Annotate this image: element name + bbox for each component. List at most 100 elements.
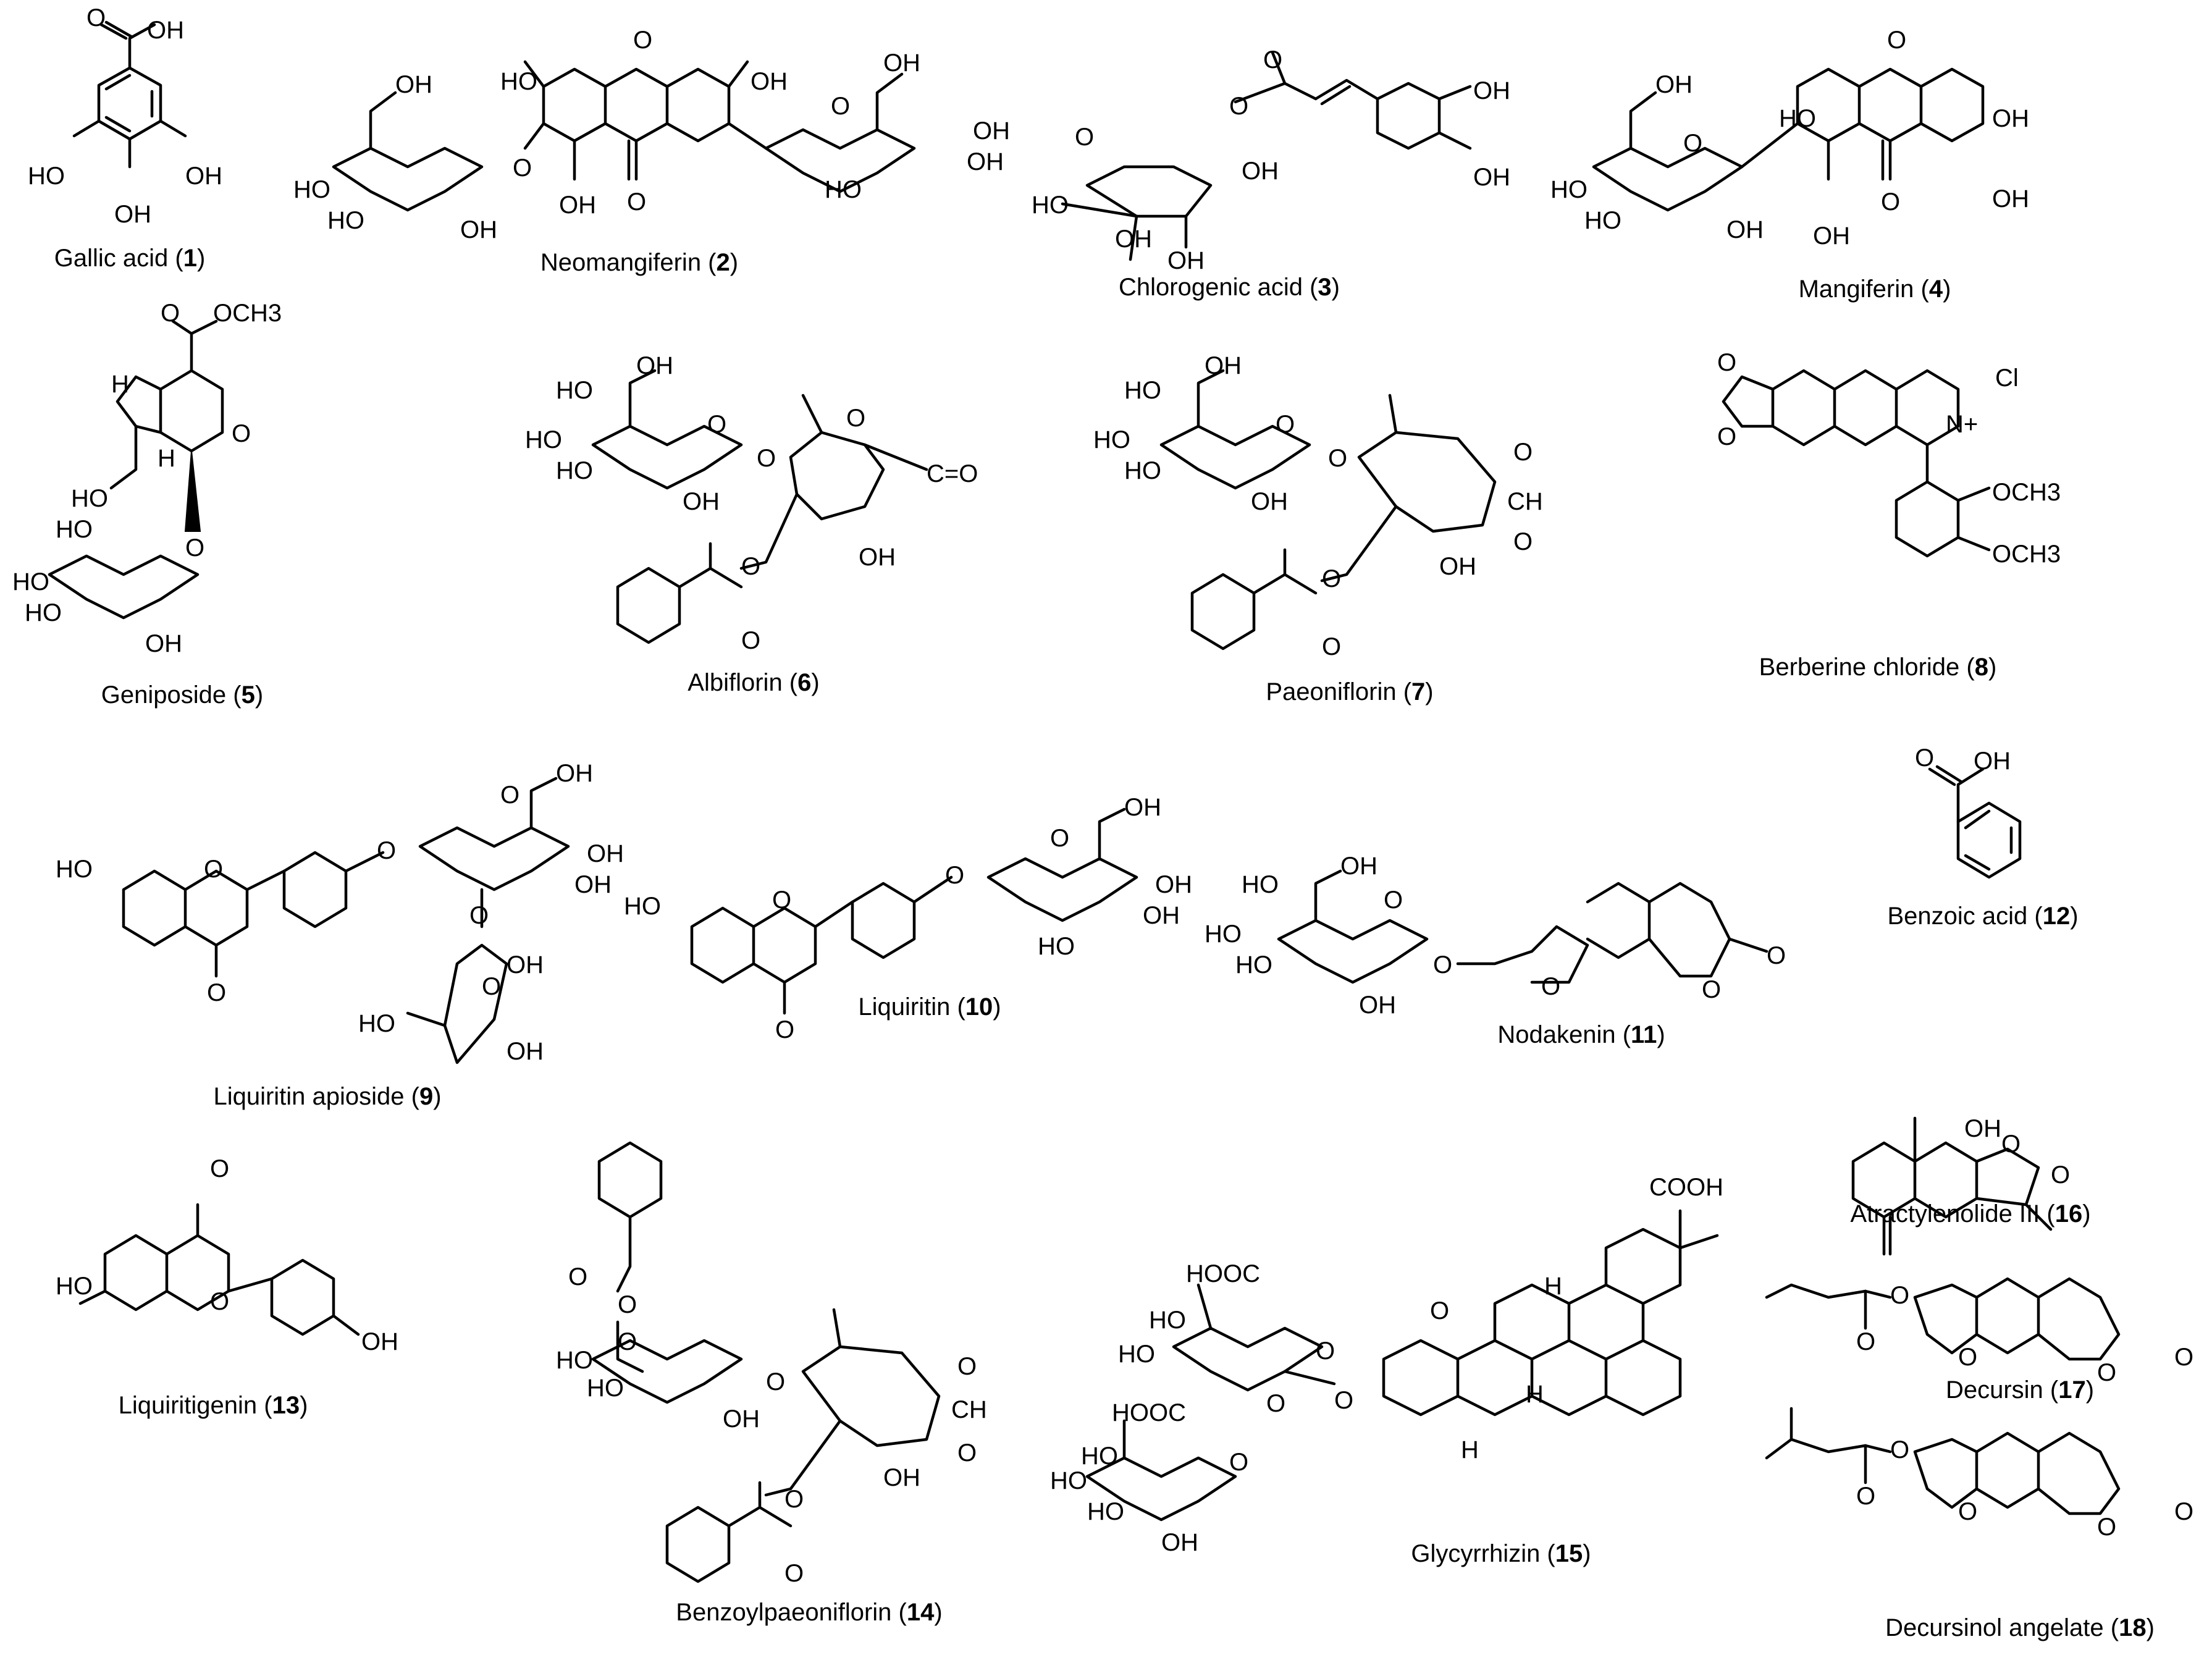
atom-label: HO xyxy=(556,1347,593,1374)
atom-label: HO xyxy=(358,1010,395,1037)
structure-gallic-acid: OH O HO OH OH xyxy=(28,4,222,228)
structure-liquiritin: HO O O O O OH OH OH HO xyxy=(624,794,1192,1043)
structure-liquiritin-apioside: HO O O O O OH OH OH O OH O HO OH xyxy=(56,760,624,1065)
atom-label: OH xyxy=(1473,164,1510,191)
atom-label: O xyxy=(2097,1359,2116,1386)
atom-label: OCH3 xyxy=(1992,479,2061,506)
atom-label: OH xyxy=(145,630,182,657)
atom-label: OH xyxy=(1992,185,2029,213)
atom-label: HO xyxy=(56,1273,93,1300)
atom-label: OH xyxy=(636,352,673,379)
atom-label: O xyxy=(210,1288,229,1315)
caption-glycyrrhizin: Glycyrrhizin (15) xyxy=(1411,1540,1591,1567)
atom-label: O xyxy=(1513,528,1533,555)
caption-decursinol-angelate: Decursinol angelate (18) xyxy=(1885,1614,2155,1641)
atom-label: OH xyxy=(1205,352,1242,379)
atom-label: O xyxy=(86,4,106,32)
atom-label: CH xyxy=(1507,488,1543,515)
atom-label: HO xyxy=(293,176,330,203)
structure-neomangiferin: HO OH O O OH O O OH OH OH OH HO HO HO OH xyxy=(293,27,1010,243)
atom-label: O xyxy=(1856,1483,1875,1510)
atom-label: HO xyxy=(71,485,108,512)
atom-label: OH xyxy=(1251,488,1288,515)
atom-label: O xyxy=(945,862,964,889)
atom-label: HO xyxy=(1149,1307,1186,1334)
atom-label: O xyxy=(2051,1161,2070,1189)
atom-label: HO xyxy=(1093,426,1130,453)
structure-nodakenin: HO OH HO HO O OH O O O O xyxy=(1205,853,1786,1019)
atom-label: O xyxy=(210,1155,229,1182)
atom-label: O xyxy=(741,627,760,654)
caption-geniposide: Geniposide (5) xyxy=(101,681,264,709)
atom-label: O xyxy=(207,979,226,1006)
atom-label: OH xyxy=(1655,71,1693,98)
atom-label: O xyxy=(1075,124,1094,151)
atom-label: HO xyxy=(1235,951,1272,979)
caption-gallic-acid: Gallic acid (1) xyxy=(54,245,206,272)
atom-label: OH xyxy=(1155,871,1192,898)
atom-label: HO xyxy=(1242,871,1279,898)
atom-label: O xyxy=(775,1016,794,1043)
atom-label: OH xyxy=(574,871,612,898)
atom-label: O xyxy=(784,1560,804,1587)
atom-label: O xyxy=(377,837,396,864)
atom-label: HOOC xyxy=(1112,1399,1186,1426)
atom-label: HO xyxy=(1584,207,1621,234)
caption-atractylenolide-iii: Atractylenolide III (16) xyxy=(1850,1200,2091,1228)
atom-label: C=O xyxy=(927,460,978,487)
caption-benzoylpaeoniflorin: Benzoylpaeoniflorin (14) xyxy=(676,1599,943,1626)
atom-label: OH xyxy=(1340,853,1377,880)
atom-label: O xyxy=(846,405,865,432)
atom-label: OH xyxy=(1143,902,1180,929)
atom-label: OH xyxy=(883,49,920,77)
atom-label: OH xyxy=(395,71,432,98)
atom-label: HO xyxy=(1118,1341,1155,1368)
atom-label: O xyxy=(1229,1449,1248,1476)
atom-label: HO xyxy=(1124,377,1161,404)
atom-label: O xyxy=(707,411,726,438)
atom-label: OH xyxy=(507,1038,544,1065)
atom-label: O xyxy=(618,1291,637,1318)
atom-label: OH xyxy=(751,68,788,95)
atom-label: OH xyxy=(587,840,624,867)
structure-glycyrrhizin: HOOC HO HO O O HOOC HO HO HO O OH O O H … xyxy=(1050,1174,1723,1556)
atom-label: O xyxy=(2174,1344,2193,1371)
atom-label: HO xyxy=(556,457,593,484)
atom-label: O xyxy=(957,1353,977,1380)
caption-nodakenin: Nodakenin (11) xyxy=(1497,1021,1665,1048)
atom-label: HO xyxy=(1779,105,1816,132)
structure-decursin: O O O O O xyxy=(1765,1277,2193,1386)
atom-label: O xyxy=(766,1368,785,1396)
atom-label: O xyxy=(1767,942,1786,969)
atom-label: HO xyxy=(825,176,862,203)
atom-label: OH xyxy=(1473,77,1510,104)
atom-label: O xyxy=(957,1439,977,1467)
atom-label: HO xyxy=(56,856,93,883)
structure-geniposide: O OCH3 H H O HO O HO HO HO OH xyxy=(12,300,282,657)
atom-label: O xyxy=(1541,973,1560,1000)
caption-decursin: Decursin (17) xyxy=(1945,1376,2095,1404)
caption-liquiritin-apioside: Liquiritin apioside (9) xyxy=(213,1083,442,1110)
structure-albiflorin: HO OH HO HO O OH O O C=O OH O O xyxy=(525,352,978,654)
atom-label: OH xyxy=(967,148,1004,175)
atom-label: O xyxy=(1958,1344,1977,1371)
atom-label: HO xyxy=(500,68,537,95)
atom-label: OH xyxy=(147,17,184,44)
atom-label: OH xyxy=(1115,225,1152,253)
atom-label: COOH xyxy=(1649,1174,1723,1201)
atom-label: N+ xyxy=(1946,411,1978,438)
atom-label: HO xyxy=(1205,920,1242,948)
atom-label: HO xyxy=(1038,933,1075,960)
atom-label: O xyxy=(1430,1297,1449,1324)
atom-label: O xyxy=(1322,565,1341,592)
atom-label: Cl xyxy=(1995,364,2019,392)
atom-label: OH xyxy=(1167,247,1205,274)
atom-label: O xyxy=(1276,411,1295,438)
atom-label: O xyxy=(1881,188,1900,216)
atom-label: OH xyxy=(1974,747,2011,775)
atom-label: O xyxy=(772,886,791,914)
atom-label: O xyxy=(784,1486,804,1513)
atom-label: OH xyxy=(973,117,1010,145)
atom-label: OCH3 xyxy=(213,300,282,327)
